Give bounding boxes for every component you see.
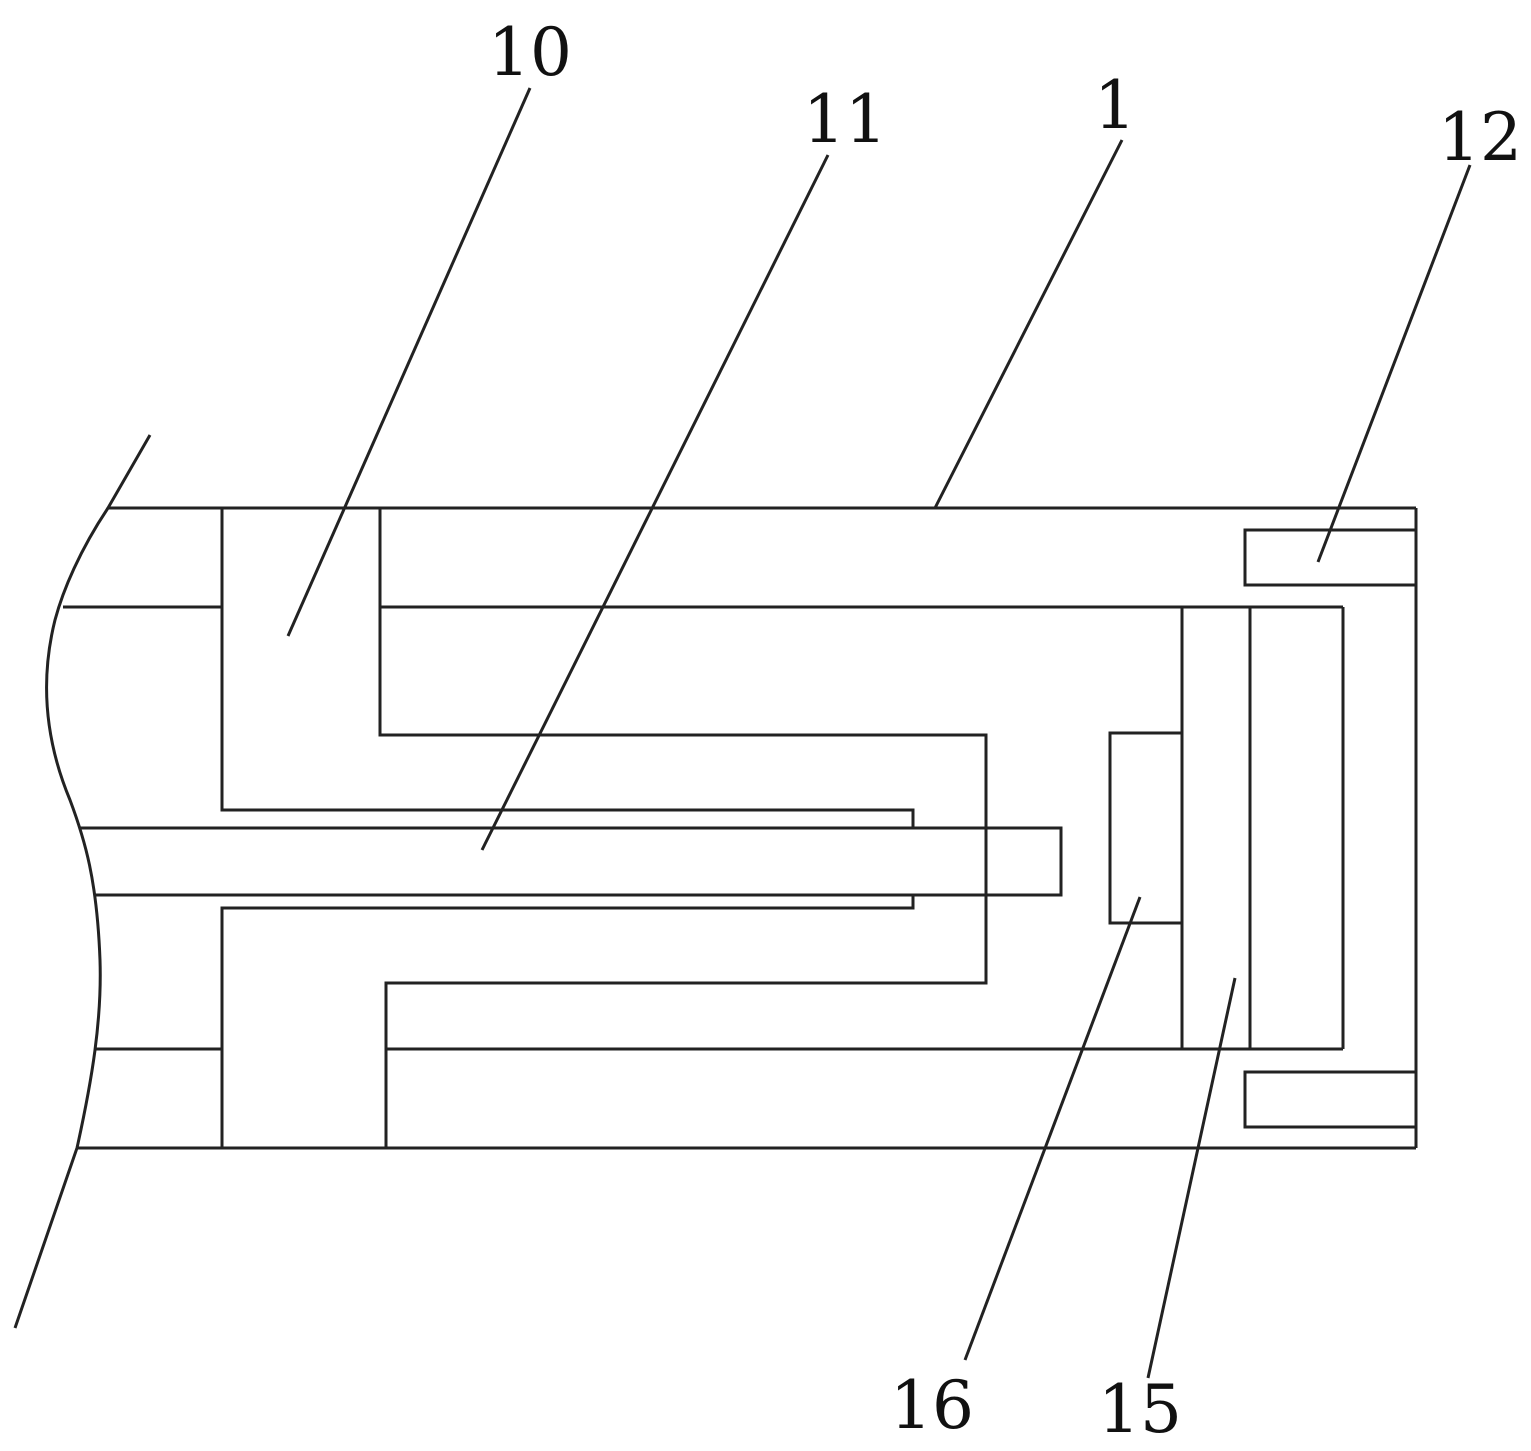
label-1: 1 xyxy=(1094,67,1136,144)
part-16 xyxy=(1108,731,1184,925)
leader-11 xyxy=(480,154,830,851)
label-10: 10 xyxy=(488,14,572,91)
leader-1 xyxy=(933,139,1124,509)
part-15 xyxy=(1180,605,1252,1051)
leader-16 xyxy=(963,896,1142,1361)
label-16: 16 xyxy=(890,1367,974,1444)
break-line xyxy=(13,434,152,1329)
part-12-top xyxy=(1243,528,1418,587)
label-11: 11 xyxy=(803,81,887,158)
leader-10 xyxy=(286,87,532,637)
label-15: 15 xyxy=(1098,1371,1182,1448)
label-12: 12 xyxy=(1438,99,1522,176)
rod-11 xyxy=(80,826,1063,897)
leader-15 xyxy=(1146,977,1237,1379)
leader-12 xyxy=(1316,164,1472,563)
part-10 xyxy=(220,508,988,1148)
housing-1 xyxy=(63,506,1418,1150)
part-12-bottom xyxy=(1243,1070,1418,1129)
